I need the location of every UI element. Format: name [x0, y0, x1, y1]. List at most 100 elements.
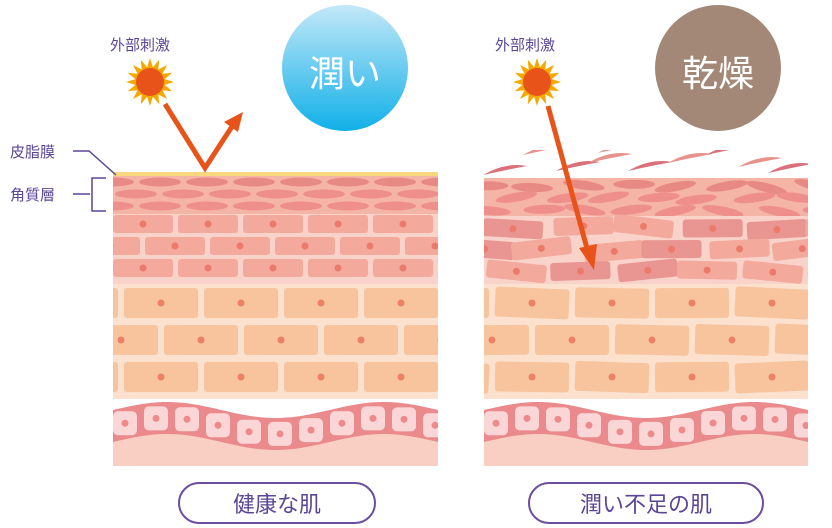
corneum-cell	[546, 192, 589, 204]
granular-cell	[178, 259, 238, 277]
corneum-cell	[233, 201, 275, 211]
spinous-cell	[113, 325, 158, 355]
cell-nucleus	[334, 220, 342, 228]
corneum-cell	[139, 177, 181, 187]
penetrating-arrow	[545, 105, 597, 270]
granular-cell	[243, 259, 303, 277]
spinous-cell	[364, 288, 438, 318]
cell-nucleus	[197, 336, 205, 344]
corneum-cell	[654, 180, 696, 193]
cell-body	[814, 287, 832, 320]
corneum-cell	[186, 201, 228, 211]
spinous-cell	[324, 325, 398, 355]
corneum-cell	[303, 189, 345, 199]
cell-nucleus	[492, 419, 500, 427]
dryness-text: 乾燥	[681, 54, 754, 95]
corneum-cell	[654, 204, 696, 217]
cell-nucleus	[204, 264, 212, 272]
granular-cell	[48, 215, 108, 233]
corneum-cell	[702, 205, 744, 217]
cell-nucleus	[616, 428, 624, 436]
cell-nucleus	[400, 415, 408, 423]
corneum-cell	[256, 189, 298, 199]
cell-nucleus	[157, 299, 165, 307]
granular-cell	[484, 237, 516, 261]
sebum-membrane-label: 皮脂膜	[10, 143, 56, 161]
corneum-cell	[139, 201, 181, 211]
cell-nucleus	[688, 373, 696, 381]
spinous-cell	[284, 362, 358, 392]
cell-nucleus	[465, 265, 472, 272]
cell-nucleus	[478, 374, 485, 381]
spinous-cell	[494, 361, 570, 393]
corneum-cell	[562, 179, 605, 191]
spinous-cell	[814, 287, 832, 320]
granular-cell	[641, 240, 702, 259]
cell-nucleus	[334, 264, 342, 272]
granular-cell	[805, 218, 808, 240]
cell-body	[807, 258, 808, 283]
spinous-cell	[364, 362, 438, 392]
granular-cell	[243, 215, 303, 233]
spinous-cell	[734, 286, 808, 320]
spinous-cell	[694, 323, 770, 357]
cell-nucleus	[236, 242, 244, 250]
flaking-scale	[706, 150, 730, 155]
cell-nucleus	[728, 336, 736, 344]
healthy-skin-cross-section	[48, 172, 485, 466]
cell-nucleus	[484, 245, 489, 253]
cell-nucleus	[537, 244, 545, 252]
corneum-cell	[350, 189, 392, 199]
spinous-cell	[534, 324, 610, 356]
cell-body	[113, 288, 118, 318]
cell-nucleus	[448, 299, 455, 306]
corneum-cell	[209, 189, 251, 199]
cell-nucleus	[399, 220, 407, 228]
external-stimulus-label: 外部刺激	[110, 36, 171, 54]
cell-nucleus	[301, 242, 309, 250]
granular-cell	[113, 215, 173, 233]
granular-cell	[742, 260, 804, 284]
corneum-cell	[327, 177, 369, 187]
cell-nucleus	[639, 222, 647, 230]
cell-nucleus	[183, 415, 191, 423]
cell-nucleus	[397, 299, 405, 307]
cell-nucleus	[740, 414, 748, 422]
cell-body	[774, 323, 808, 357]
granular-cell	[617, 258, 679, 283]
spinous-cell	[284, 288, 358, 318]
cell-nucleus	[509, 225, 517, 233]
spinous-cell	[124, 362, 198, 392]
granular-cell	[709, 238, 770, 260]
cell-nucleus	[139, 220, 147, 228]
corneum-cell	[776, 192, 808, 203]
spinous-cell	[814, 360, 832, 394]
sebum-membrane	[113, 172, 438, 177]
spinous-cell	[734, 360, 808, 394]
granular-cell	[178, 215, 238, 233]
cell-body	[113, 237, 140, 255]
cell-nucleus	[444, 266, 451, 273]
cell-nucleus	[448, 373, 455, 380]
corneum-cell	[794, 179, 808, 193]
flaking-scale	[484, 165, 527, 175]
cell-nucleus	[668, 245, 676, 253]
spinous-cell	[124, 288, 198, 318]
granular-cell	[510, 236, 572, 261]
cell-nucleus	[117, 336, 125, 344]
corneum-cell	[746, 181, 788, 195]
cell-nucleus	[688, 299, 696, 307]
cell-nucleus	[113, 244, 114, 248]
cell-nucleus	[75, 221, 82, 228]
cell-body	[48, 259, 108, 277]
cell-nucleus	[245, 428, 253, 436]
cell-nucleus	[317, 373, 325, 381]
corneum-cell	[733, 192, 776, 204]
moisture-circle	[282, 5, 408, 131]
cell-nucleus	[644, 266, 652, 274]
corneum-cell	[115, 189, 157, 199]
cell-nucleus	[152, 414, 160, 422]
spinous-cell	[654, 361, 730, 393]
granular-cell	[113, 237, 140, 255]
